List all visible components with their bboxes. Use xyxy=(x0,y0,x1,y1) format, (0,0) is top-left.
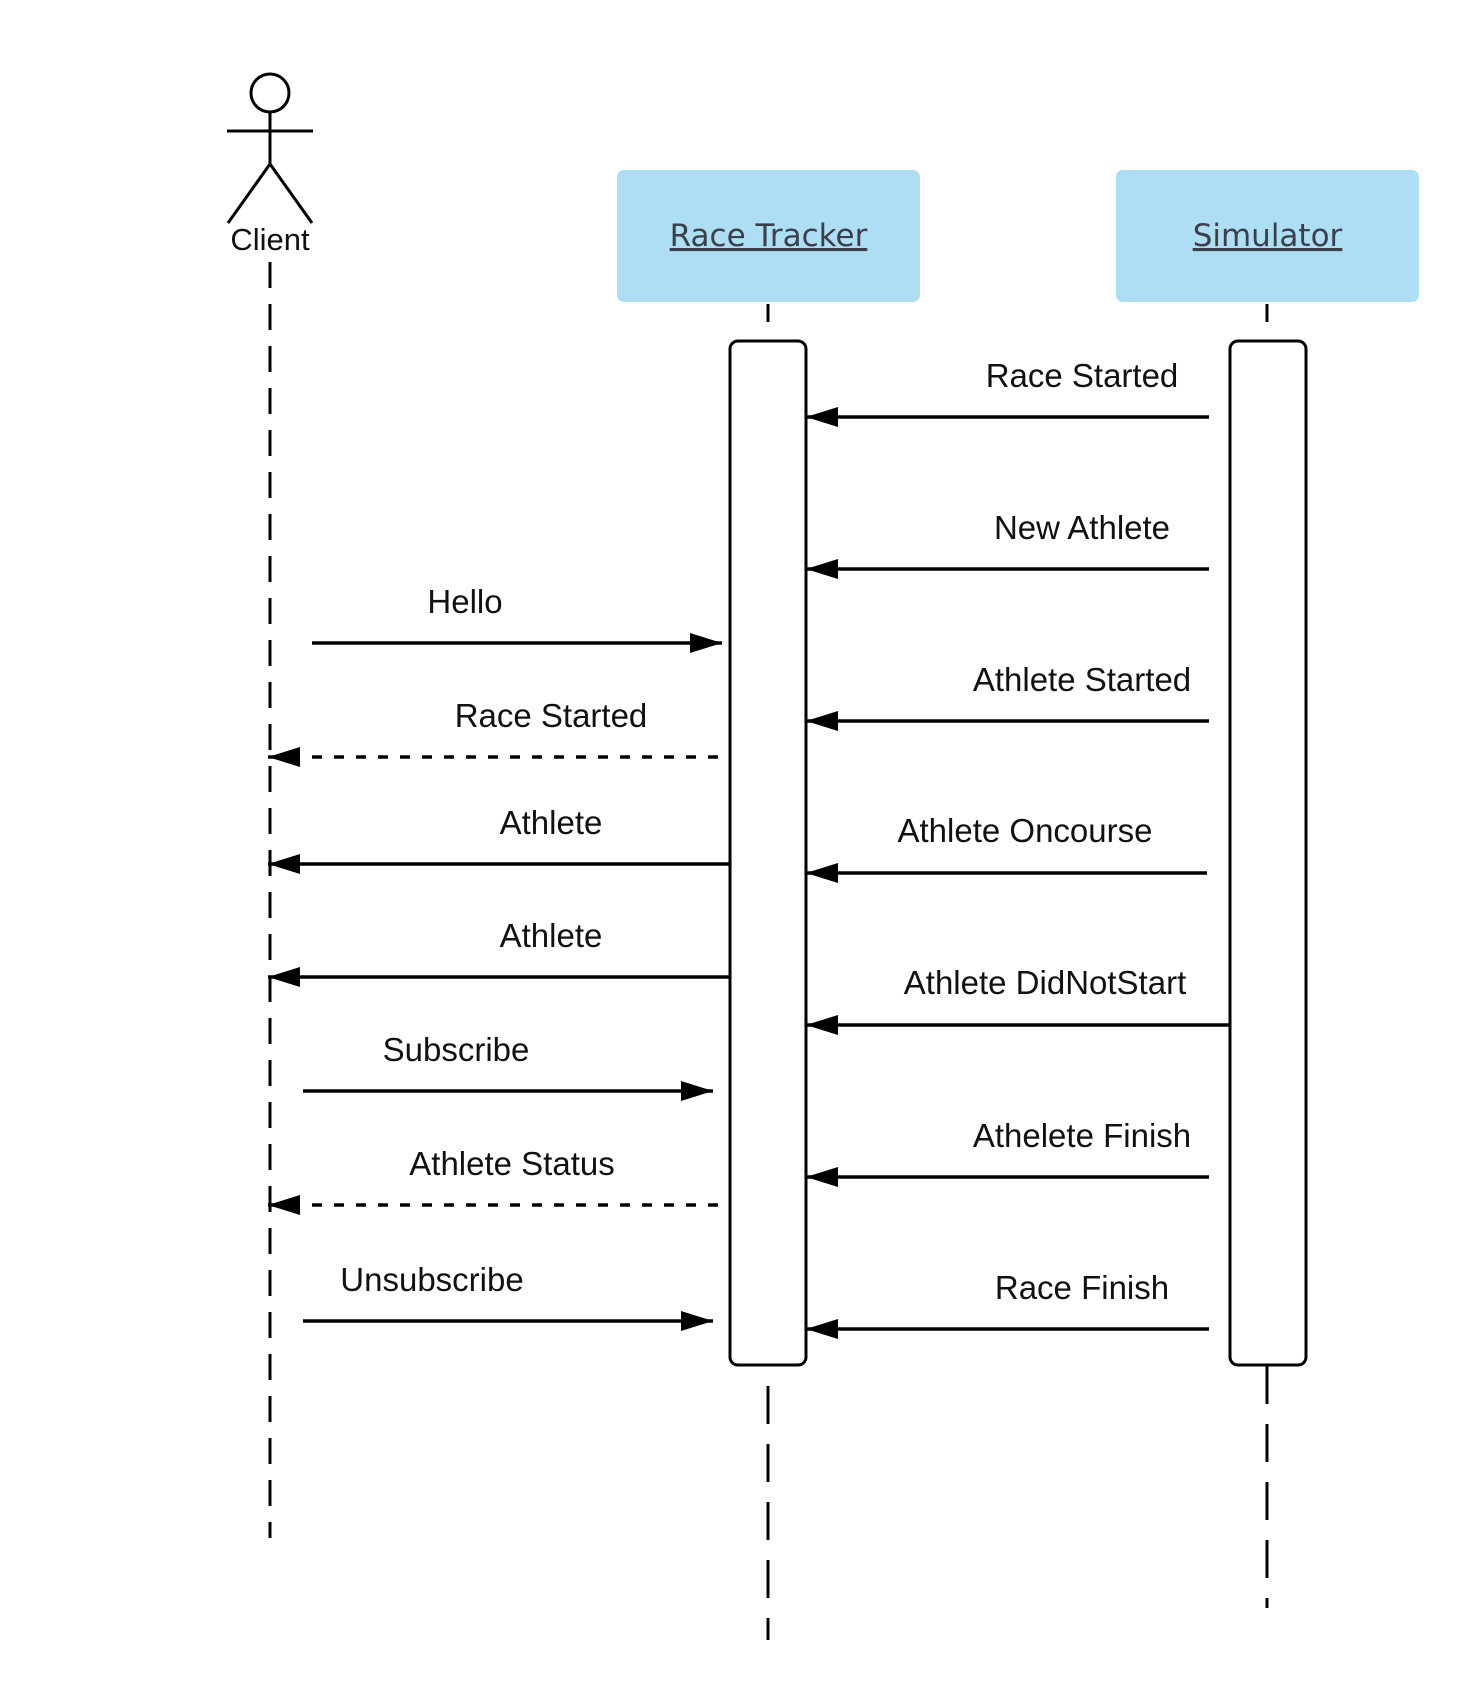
race-tracker-label: Race Tracker xyxy=(670,218,868,254)
message-label: Race Started xyxy=(455,697,648,734)
client-label: Client xyxy=(230,222,310,257)
message-label: Athlete Oncourse xyxy=(898,812,1153,849)
simulator-box xyxy=(1116,170,1419,302)
msg-12: Athlete Status xyxy=(268,1145,718,1215)
message-label: Athlete xyxy=(500,804,603,841)
msg-10: Subscribe xyxy=(303,1031,713,1101)
msg-2: New Athlete xyxy=(806,509,1209,579)
message-label: Athlete xyxy=(500,917,603,954)
msg-8: Athlete xyxy=(268,917,730,987)
msg-11: Athelete Finish xyxy=(806,1117,1209,1187)
message-label: Hello xyxy=(427,583,502,620)
msg-1: Race Started xyxy=(806,357,1209,427)
message-label: Athelete Finish xyxy=(973,1117,1191,1154)
message-label: Athlete Started xyxy=(973,661,1191,698)
msg-7: Athlete Oncourse xyxy=(806,812,1207,883)
stick-figure-icon xyxy=(226,72,314,224)
msg-3: Hello xyxy=(312,583,722,653)
message-label: Subscribe xyxy=(383,1031,530,1068)
message-label: Athlete DidNotStart xyxy=(904,964,1186,1001)
race-tracker-activation xyxy=(728,339,808,1367)
simulator-label: Simulator xyxy=(1193,218,1343,254)
message-label: Athlete Status xyxy=(409,1145,614,1182)
participant-race-tracker: Race Tracker xyxy=(617,170,920,302)
msg-13: Unsubscribe xyxy=(303,1261,713,1331)
msg-9: Athlete DidNotStart xyxy=(806,964,1230,1035)
msg-4: Athlete Started xyxy=(806,661,1209,731)
message-label: Unsubscribe xyxy=(340,1261,523,1298)
simulator-activation xyxy=(1228,339,1308,1367)
msg-6: Athlete xyxy=(268,804,730,874)
message-label: Race Finish xyxy=(995,1269,1169,1306)
race-tracker-box xyxy=(617,170,920,302)
client-actor: Client xyxy=(226,72,314,257)
msg-5: Race Started xyxy=(268,697,718,767)
message-label: New Athlete xyxy=(994,509,1170,546)
message-label: Race Started xyxy=(986,357,1179,394)
msg-14: Race Finish xyxy=(806,1269,1209,1339)
participant-simulator: Simulator xyxy=(1116,170,1419,302)
